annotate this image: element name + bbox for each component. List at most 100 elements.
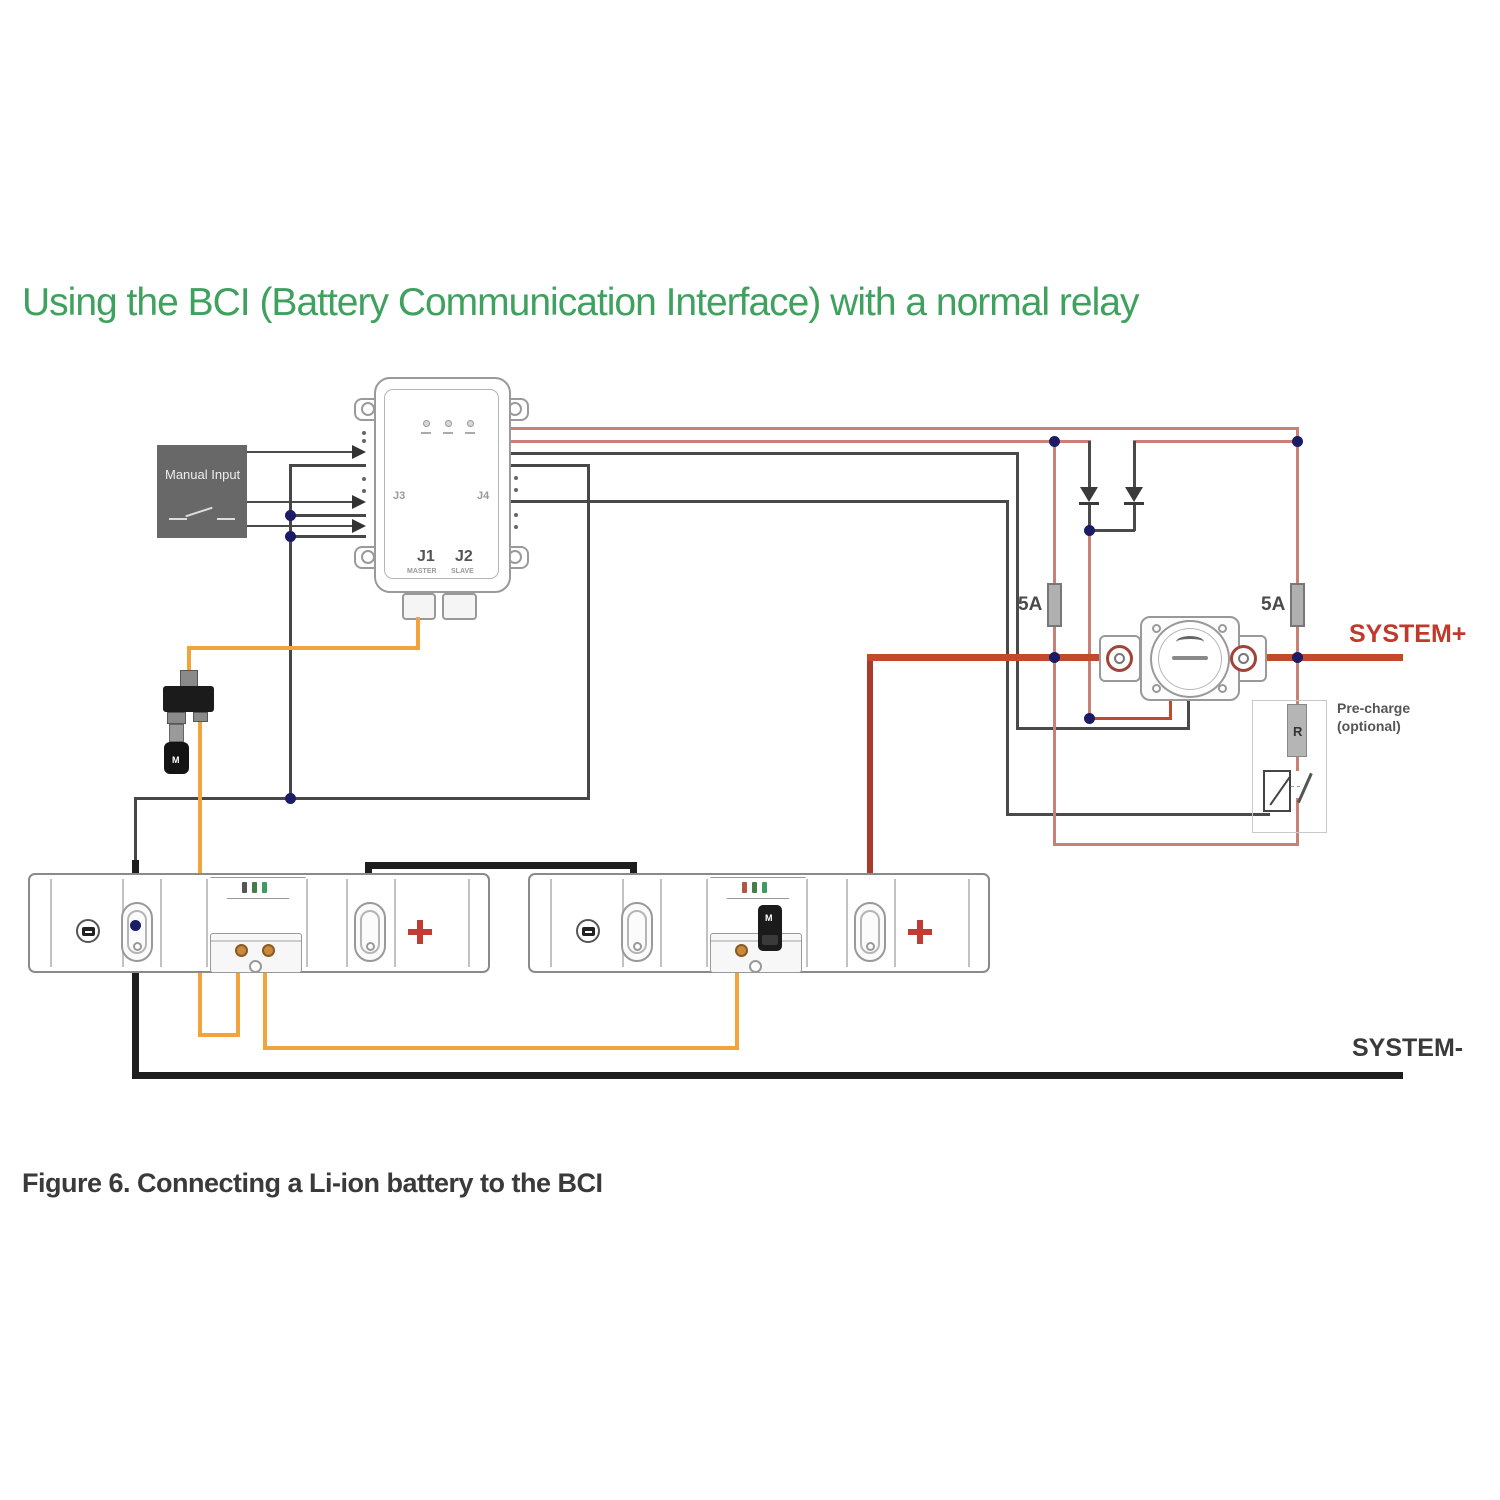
battery2-negative-post-hole [633, 942, 642, 951]
battery2-positive-post-hole [866, 942, 875, 951]
battery1-comm-hole [249, 960, 262, 973]
relay-terminal-right [1230, 645, 1257, 672]
battery1-led-bar-2 [252, 882, 257, 893]
battery1-led-module [210, 877, 306, 899]
fuse-right-wire-bottom [1296, 627, 1299, 659]
comm-cable-batt1-in [236, 948, 240, 1037]
precharge-label-line1: Pre-charge [1337, 700, 1411, 716]
precharge-outline-box [1252, 700, 1327, 833]
battery-series-jumper-h [365, 862, 637, 869]
bci-j3-label: J3 [393, 490, 406, 502]
bci-led-3 [467, 420, 474, 427]
system-plus-bus-left [867, 654, 1112, 661]
diode2-feed-wire [1133, 440, 1299, 443]
relay-terminal-left-stud [1114, 653, 1125, 664]
common-wire-left-v [134, 797, 137, 867]
fuse-right-label: 5A [1261, 594, 1286, 615]
bci-j4-label: J4 [477, 490, 490, 502]
battery1-divider-7 [394, 879, 396, 967]
relay-coil-positive-wire-v [1169, 700, 1172, 720]
battery1-led-bar-3 [262, 882, 267, 893]
diode1-lead-bottom [1088, 505, 1091, 533]
diode1-bar [1079, 502, 1099, 505]
battery1-positive-post-hole [366, 942, 375, 951]
comm-cable-j1-drop [416, 617, 420, 650]
battery1-minus-icon [76, 919, 100, 943]
battery-1 [28, 873, 490, 973]
precharge-control-wire-h1 [509, 500, 1009, 503]
battery1-led-bar-1 [242, 882, 247, 893]
junction-fuse-left-top [1049, 436, 1060, 447]
battery1-divider-5 [306, 879, 308, 967]
relay-coil-positive-wire-h [1089, 717, 1172, 720]
junction-bus-right [1292, 652, 1303, 663]
bci-j2-label: J2 [455, 548, 473, 565]
bci-right-pin-dot-4 [514, 525, 518, 529]
battery2-terminator-label: M [765, 913, 773, 923]
bci-led-2 [445, 420, 452, 427]
precharge-left-leg-v [1053, 660, 1056, 845]
bci-led-2-tick [443, 432, 453, 434]
system-plus-bus-right [1253, 654, 1403, 661]
diode2-lead-bottom [1133, 505, 1136, 531]
switch-icon [169, 518, 187, 520]
fuse-right-wire-top [1296, 441, 1299, 583]
system-minus-label: SYSTEM- [1352, 1034, 1464, 1062]
fuse-left-wire-bottom [1053, 627, 1056, 659]
battery2-terminator-plug: M [758, 905, 782, 951]
battery2-divider-3 [660, 879, 662, 967]
battery2-negative-post [621, 902, 653, 962]
bci-power-wire-2 [509, 440, 1091, 443]
common-wire-b [289, 464, 366, 467]
precharge-actuator-link [1291, 786, 1300, 787]
battery1-plus-icon [408, 920, 432, 944]
common-wire-bottom-h [134, 797, 590, 800]
battery1-negative-post [121, 902, 153, 962]
bci-j1-sub-label: MASTER [407, 568, 437, 575]
bci-ear-screw-tl [361, 402, 375, 416]
figure-caption: Figure 6. Connecting a Li-ion battery to… [22, 1168, 603, 1198]
battery-2: M [528, 873, 990, 973]
fuse-right [1290, 583, 1305, 627]
bci-ear-screw-bl [361, 550, 375, 564]
relay-coil-return-wire-h2 [1016, 727, 1190, 730]
battery2-divider-5 [806, 879, 808, 967]
comm-cable-h1 [187, 646, 420, 650]
diode2-lead-top [1133, 441, 1136, 487]
fuse-left-label: 5A [1018, 594, 1043, 615]
arrow-icon-3 [352, 519, 366, 533]
bci-inner-panel: J3 J4 J1 MASTER J2 SLAVE [384, 389, 499, 579]
junction-common-d [285, 510, 296, 521]
battery1-negative-post-hole [133, 942, 142, 951]
splitter-port-right [193, 712, 208, 722]
common-wire-d [289, 514, 366, 517]
bci-j1-label: J1 [417, 548, 435, 565]
switch-icon-lever [185, 506, 213, 518]
battery2-led-bar-1 [742, 882, 747, 893]
precharge-resistor: R [1287, 704, 1307, 757]
relay-screw-bl [1152, 684, 1161, 693]
battery1-comm-pin-1 [235, 944, 248, 957]
battery2-comm-hole [749, 960, 762, 973]
system-minus-cable-h [132, 1072, 1403, 1079]
relay-terminal-right-stud [1238, 653, 1249, 664]
precharge-control-wire-h2 [1006, 813, 1270, 816]
fuse-left [1047, 583, 1062, 627]
relay-coil-negative-wire-v [1187, 700, 1190, 730]
bci-led-3-tick [465, 432, 475, 434]
battery2-divider-7 [894, 879, 896, 967]
diode1-icon [1080, 487, 1098, 502]
battery1-negative-post-oval [127, 910, 147, 954]
manual-signal-wire-1 [247, 451, 353, 453]
relay-screw-br [1218, 684, 1227, 693]
comm-t-splitter [163, 686, 214, 712]
battery2-positive-post-oval [860, 910, 880, 954]
battery2-comm-connector [710, 933, 802, 973]
bci-device: J3 J4 J1 MASTER J2 SLAVE [374, 377, 511, 593]
bci-right-pin-dot-3 [514, 513, 518, 517]
common-wire-f [289, 535, 366, 538]
battery1-divider-8 [468, 879, 470, 967]
relay-coil-feed-wire [1088, 531, 1091, 720]
battery2-divider-8 [968, 879, 970, 967]
